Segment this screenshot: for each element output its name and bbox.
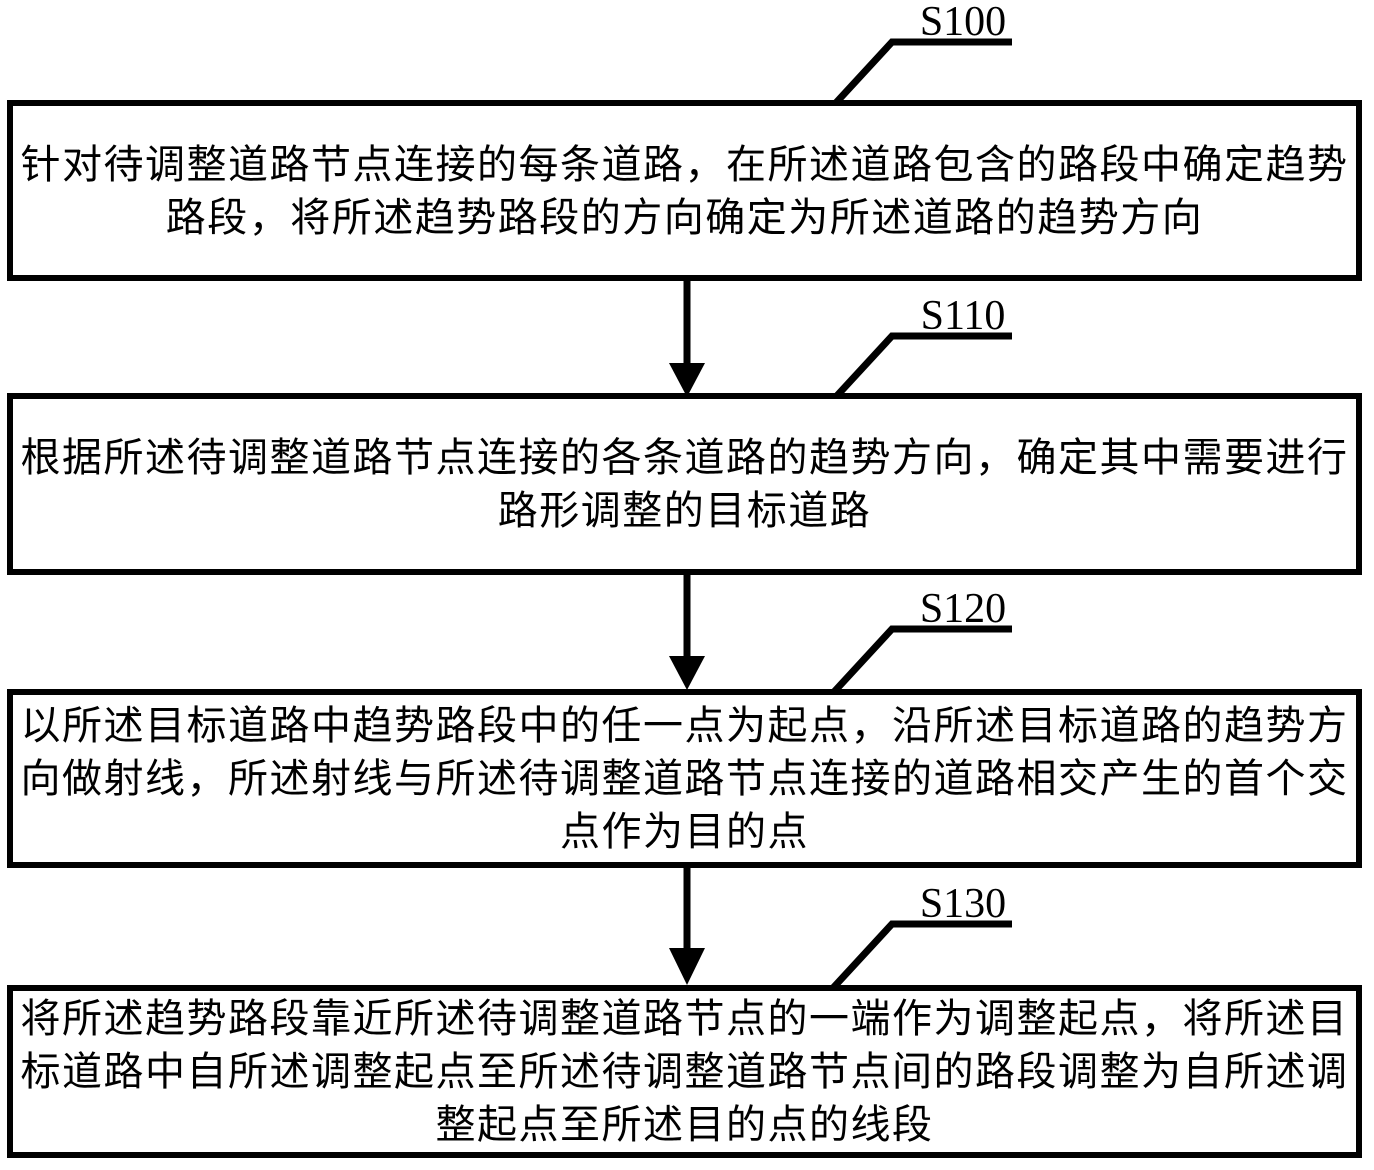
step-s120-text-line-2: 向做射线，所述射线与所述待调整道路节点连接的道路相交产生的首个交 xyxy=(20,756,1349,801)
step-s130-text-line-2: 标道路中自所述调整起点至所述待调整道路节点间的路段调整为自所述调 xyxy=(20,1049,1349,1094)
callout-line-s130 xyxy=(830,920,1012,991)
step-label-s120: S120 xyxy=(919,586,1007,632)
callout-line-s100 xyxy=(830,38,1012,109)
arrow-down-icon xyxy=(669,656,705,690)
step-s110-text-line-1: 根据所述待调整道路节点连接的各条道路的趋势方向，确定其中需要进行 xyxy=(20,435,1349,480)
step-s130-text-line-1: 将所述趋势路段靠近所述待调整道路节点的一端作为调整起点，将所述目 xyxy=(20,996,1349,1041)
flow-arrow-2 xyxy=(669,572,705,690)
flow-arrow-1 xyxy=(669,278,705,397)
step-box-s120: 以所述目标道路中趋势路段中的任一点为起点，沿所述目标道路的趋势方 向做射线，所述… xyxy=(7,689,1362,868)
step-label-s100: S100 xyxy=(919,0,1007,45)
step-s130-text-line-3: 整起点至所述目的点的线段 xyxy=(435,1102,934,1147)
step-label-s110: S110 xyxy=(920,293,1006,339)
step-s120-text-line-3: 点作为目的点 xyxy=(560,809,809,854)
step-box-s130: 将所述趋势路段靠近所述待调整道路节点的一端作为调整起点，将所述目 标道路中自所述… xyxy=(7,985,1362,1158)
step-s100-text-line-1: 针对待调整道路节点连接的每条道路，在所述道路包含的路段中确定趋势 xyxy=(20,141,1349,187)
flow-arrow-3 xyxy=(669,863,705,985)
callout-line-s120 xyxy=(830,625,1012,696)
callout-line-s110 xyxy=(830,332,1012,403)
step-s120-text-line-1: 以所述目标道路中趋势路段中的任一点为起点，沿所述目标道路的趋势方 xyxy=(20,703,1349,748)
step-s100-text-line-2: 路段，将所述趋势路段的方向确定为所述道路的趋势方向 xyxy=(165,194,1204,240)
step-box-s100: 针对待调整道路节点连接的每条道路，在所述道路包含的路段中确定趋势 路段，将所述趋… xyxy=(7,100,1362,281)
step-box-s110: 根据所述待调整道路节点连接的各条道路的趋势方向，确定其中需要进行 路形调整的目标… xyxy=(7,393,1362,575)
step-s110-text-line-2: 路形调整的目标道路 xyxy=(497,488,872,533)
arrow-down-icon xyxy=(669,948,705,985)
arrow-down-icon xyxy=(669,363,705,397)
step-label-s130: S130 xyxy=(919,881,1007,927)
